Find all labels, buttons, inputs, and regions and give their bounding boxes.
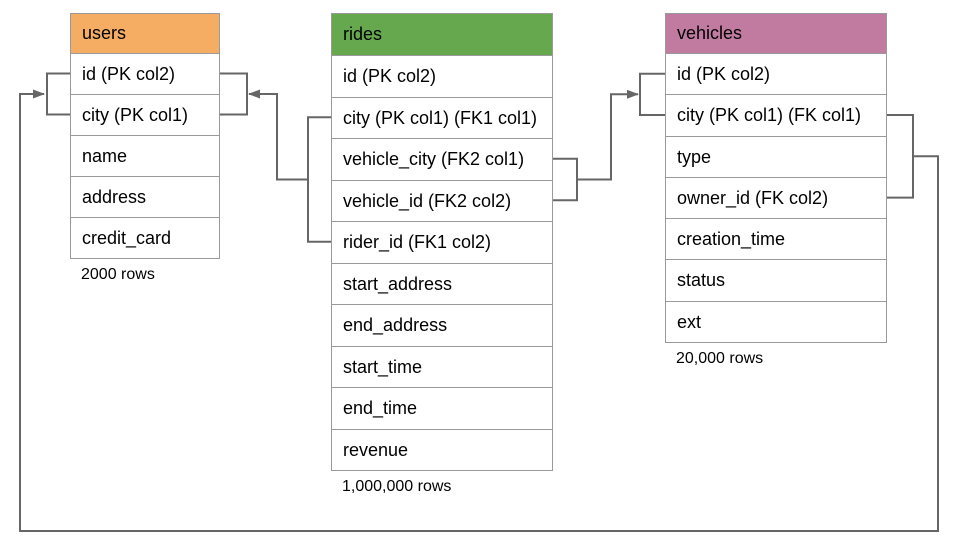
- table-row: id (PK col2): [332, 55, 552, 97]
- table-users-title: users: [71, 14, 219, 53]
- table-row: city (PK col1) (FK1 col1): [332, 96, 552, 139]
- table-row: vehicle_city (FK2 col1): [332, 138, 552, 180]
- users-pk-bracket: [220, 72, 248, 116]
- table-rides-title: rides: [332, 14, 552, 55]
- rides-fk1-bracket: [307, 116, 331, 243]
- table-row: owner_id (FK col2): [666, 176, 886, 218]
- rides-fk2-bracket: [553, 157, 578, 202]
- table-row: revenue: [332, 428, 552, 471]
- table-row: type: [666, 135, 886, 177]
- table-row: rider_id (FK1 col2): [332, 221, 552, 263]
- table-row: status: [666, 259, 886, 300]
- connector-rides-vehicles: [553, 72, 665, 202]
- table-row: city (PK col1): [71, 94, 219, 135]
- users-pk-bracket-left: [46, 72, 70, 116]
- vehicles-pk-bracket: [639, 72, 665, 116]
- table-row: credit_card: [71, 217, 219, 258]
- table-vehicles-title: vehicles: [666, 14, 886, 53]
- table-row: name: [71, 135, 219, 176]
- connector-line: [248, 89, 308, 181]
- table-row: end_time: [332, 387, 552, 429]
- table-row: address: [71, 176, 219, 217]
- table-row: start_time: [332, 345, 552, 388]
- table-rides: rides id (PK col2) city (PK col1) (FK1 c…: [331, 13, 553, 495]
- table-row: ext: [666, 300, 886, 342]
- row-count-label: 1,000,000 rows: [342, 478, 452, 495]
- table-users: users id (PK col2) city (PK col1) name a…: [70, 13, 220, 283]
- row-count-label: 2000 rows: [81, 266, 155, 283]
- table-row: city (PK col1) (FK col1): [666, 94, 886, 135]
- table-row: creation_time: [666, 218, 886, 259]
- vehicles-fk-bracket: [887, 114, 914, 199]
- connector-line: [577, 89, 639, 181]
- table-row: end_address: [332, 304, 552, 346]
- table-row: start_address: [332, 262, 552, 305]
- table-vehicles: vehicles id (PK col2) city (PK col1) (FK…: [665, 13, 887, 367]
- table-row: id (PK col2): [71, 53, 219, 94]
- table-row: vehicle_id (FK2 col2): [332, 179, 552, 222]
- connector-rides-users: [220, 72, 331, 243]
- row-count-label: 20,000 rows: [676, 350, 764, 368]
- table-row: id (PK col2): [666, 53, 886, 94]
